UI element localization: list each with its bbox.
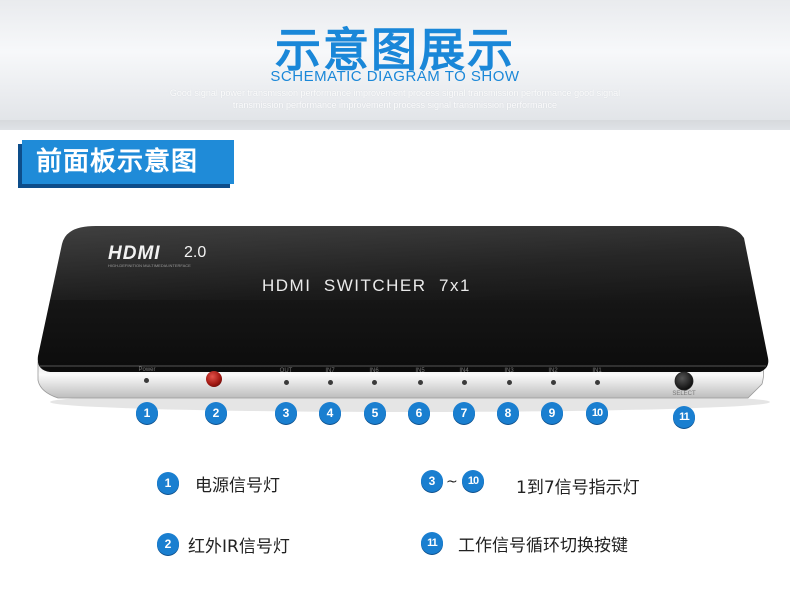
header-banner bbox=[0, 0, 790, 130]
port-label-power: Power bbox=[138, 367, 156, 373]
banner-shadow bbox=[0, 120, 790, 130]
badge-6: 6 bbox=[408, 402, 430, 424]
led-in7 bbox=[328, 380, 333, 385]
port-label-in1: IN1 bbox=[592, 368, 602, 374]
badge-8: 8 bbox=[497, 402, 519, 424]
port-label-in2: IN2 bbox=[548, 368, 558, 374]
port-label-in6: IN6 bbox=[369, 368, 379, 374]
legend-tilde: ~ bbox=[446, 474, 458, 490]
legend-text-indicators: 1到7信号指示灯 bbox=[516, 478, 640, 498]
badge-2: 2 bbox=[205, 402, 227, 424]
hdmi-tagline: HIGH-DEFINITION MULTIMEDIA INTERFACE bbox=[108, 263, 191, 268]
legend-badge-1: 1 bbox=[157, 472, 179, 494]
led-in3 bbox=[507, 380, 512, 385]
badge-7: 7 bbox=[453, 402, 475, 424]
led-in4 bbox=[462, 380, 467, 385]
led-in5 bbox=[418, 380, 423, 385]
device-model: HDMI SWITCHER 7x1 bbox=[262, 276, 471, 295]
badge-1: 1 bbox=[136, 402, 158, 424]
badge-3: 3 bbox=[275, 402, 297, 424]
port-label-in7: IN7 bbox=[325, 368, 335, 374]
badge-4: 4 bbox=[319, 402, 341, 424]
legend-text-power: 电源信号灯 bbox=[195, 476, 280, 496]
port-label-in3: IN3 bbox=[504, 368, 514, 374]
legend-badge-11: 11 bbox=[421, 532, 443, 554]
legend-badge-10: 10 bbox=[462, 470, 484, 492]
led-power bbox=[144, 378, 149, 383]
legend-text-select: 工作信号循环切换按键 bbox=[458, 536, 628, 556]
page-subtitle: SCHEMATIC DIAGRAM TO SHOW bbox=[270, 68, 520, 85]
led-in1 bbox=[595, 380, 600, 385]
badge-10: 10 bbox=[586, 402, 608, 424]
badge-9: 9 bbox=[541, 402, 563, 424]
legend-badge-3: 3 bbox=[421, 470, 443, 492]
faint-caption-1: Good signal power transmission performan… bbox=[169, 88, 621, 98]
port-label-in5: IN5 bbox=[415, 368, 425, 374]
port-label-out: OUT bbox=[279, 368, 293, 374]
select-button-graphic bbox=[674, 371, 694, 391]
hdmi-brand: HDMI bbox=[108, 243, 161, 264]
led-in2 bbox=[551, 380, 556, 385]
legend-text-ir: 红外IR信号灯 bbox=[188, 537, 290, 557]
section-label: 前面板示意图 bbox=[22, 140, 234, 184]
ir-window bbox=[206, 371, 222, 387]
hdmi-version: 2.0 bbox=[184, 244, 207, 261]
port-label-in4: IN4 bbox=[459, 368, 469, 374]
led-in6 bbox=[372, 380, 377, 385]
badge-11: 11 bbox=[673, 406, 695, 428]
legend-badge-2: 2 bbox=[157, 533, 179, 555]
device-top-shine bbox=[50, 226, 756, 300]
faint-caption-2: transmission performance improvement pro… bbox=[232, 100, 558, 110]
badge-5: 5 bbox=[364, 402, 386, 424]
led-out bbox=[284, 380, 289, 385]
page-title: 示意图展示 bbox=[275, 23, 515, 77]
port-label-select: SELECT bbox=[672, 391, 696, 397]
